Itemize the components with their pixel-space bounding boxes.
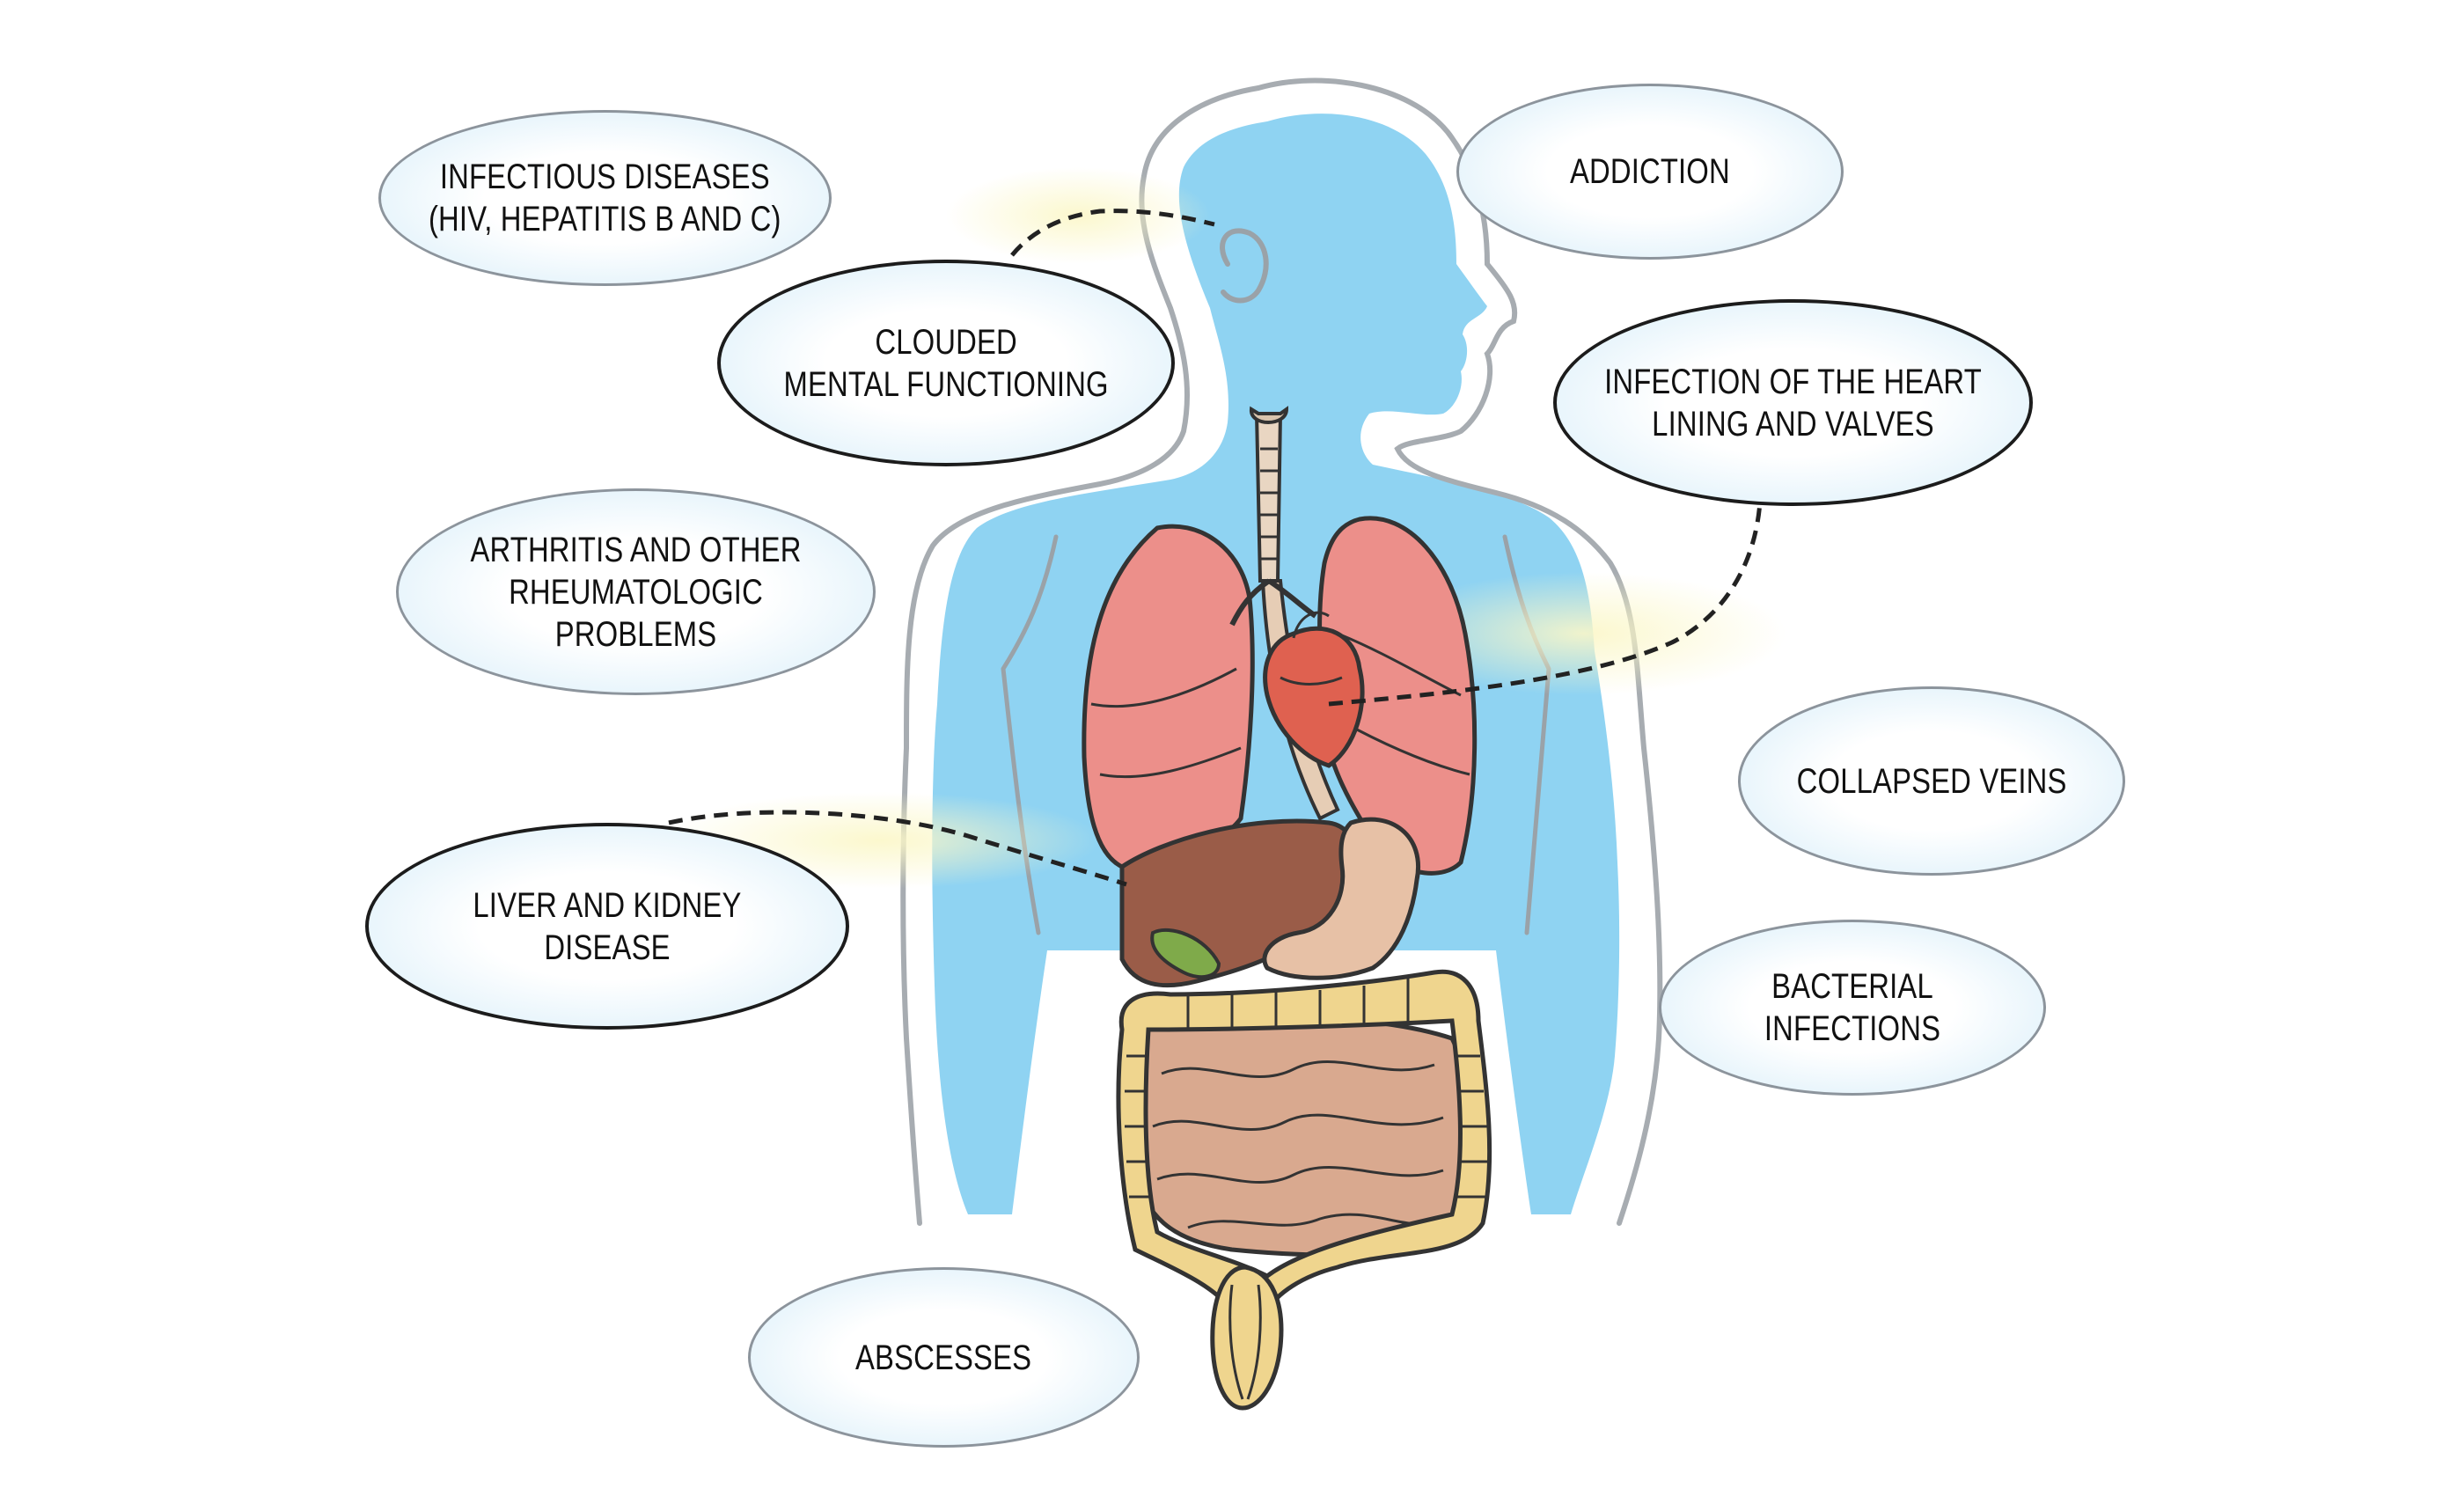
lung-left-lobes [1090, 667, 1242, 779]
bubble-liver-kidney-disease: LIVER AND KIDNEY DISEASE [365, 823, 849, 1030]
heart-vessels [1280, 611, 1343, 686]
label-addiction: ADDICTION [1570, 152, 1730, 191]
label-collapsed-veins: COLLAPSED VEINS [1796, 761, 2067, 801]
bubble-collapsed-veins: COLLAPSED VEINS [1738, 686, 2125, 876]
heart [1263, 626, 1365, 768]
label-heart-infection: INFECTION OF THE HEART LINING AND VALVES [1604, 362, 1982, 444]
label-bacterial-infections: BACTERIAL INFECTIONS [1764, 967, 1941, 1048]
larynx [1250, 406, 1289, 424]
label-infectious-diseases: INFECTIOUS DISEASES (HIV, HEPATITIS B AN… [429, 158, 781, 238]
bubble-infectious-diseases: INFECTIOUS DISEASES (HIV, HEPATITIS B AN… [378, 110, 832, 286]
ear-outline [1220, 228, 1269, 304]
label-liver-kidney-disease: LIVER AND KIDNEY DISEASE [473, 885, 742, 967]
rectum [1210, 1265, 1284, 1411]
gallbladder [1150, 928, 1221, 979]
large-intestine [1116, 969, 1492, 1314]
large-intestine-segments [1125, 977, 1489, 1199]
small-intestine [1128, 1015, 1474, 1258]
label-arthritis: ARTHRITIS AND OTHER RHEUMATOLOGIC PROBLE… [470, 530, 802, 654]
connector-clouded [1010, 209, 1215, 257]
bubble-bacterial-infections: BACTERIAL INFECTIONS [1659, 920, 2046, 1096]
bubble-clouded-mental-functioning: CLOUDED MENTAL FUNCTIONING [717, 260, 1175, 466]
label-abscesses: ABSCESSES [855, 1338, 1032, 1377]
bubble-abscesses: ABSCESSES [748, 1267, 1140, 1448]
label-clouded-mental-functioning: CLOUDED MENTAL FUNCTIONING [783, 322, 1109, 404]
inner-arm-left [1001, 534, 1059, 935]
lung-right-lobes [1337, 632, 1470, 776]
connector-liver [668, 810, 1127, 887]
glow-heart [1382, 572, 1786, 695]
bubble-arthritis: ARTHRITIS AND OTHER RHEUMATOLOGIC PROBLE… [396, 488, 876, 695]
bubble-heart-infection: INFECTION OF THE HEART LINING AND VALVES [1553, 299, 2033, 506]
trachea-rings [1260, 447, 1278, 561]
rectum-lines [1228, 1284, 1262, 1400]
trachea [1254, 412, 1283, 583]
connector-heart [1328, 501, 1763, 707]
stomach [1262, 817, 1420, 980]
small-intestine-folds [1152, 1060, 1444, 1229]
bubble-addiction: ADDICTION [1456, 84, 1844, 260]
